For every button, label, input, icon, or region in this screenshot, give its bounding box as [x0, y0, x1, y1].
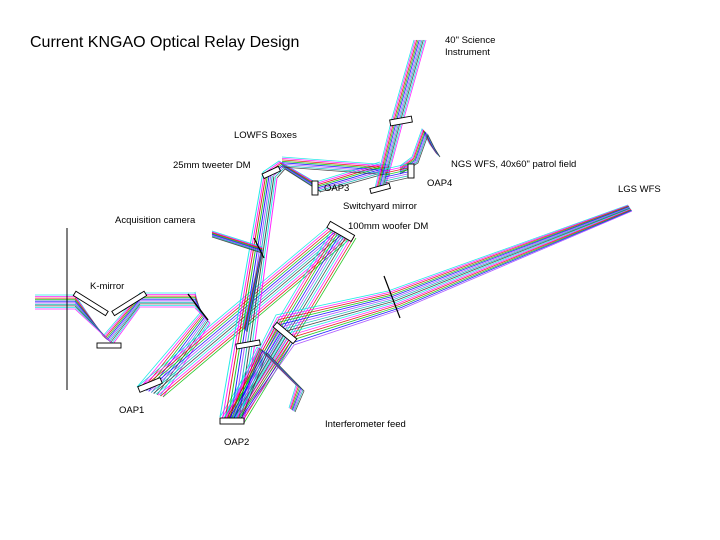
acq-pickoff [253, 237, 265, 259]
tweeter-dm [261, 165, 282, 180]
k-mirror-left [72, 290, 109, 317]
label-interferometer-feed: Interferometer feed [325, 419, 406, 430]
lgs-lens [383, 275, 401, 319]
label-lowfs-boxes: LOWFS Boxes [234, 130, 297, 141]
oap4-mirror [407, 163, 415, 179]
label-lgs-wfs: LGS WFS [618, 184, 661, 195]
label-science-instrument: 40" Science [445, 35, 495, 46]
label-ngs-wfs: NGS WFS, 40x60" patrol field [451, 159, 576, 170]
beamsplitter-1 [272, 321, 298, 345]
label-science-instrument-2: Instrument [445, 47, 490, 58]
science-window [389, 115, 413, 127]
oap2-mirror [219, 417, 245, 425]
optical-components [66, 115, 415, 425]
ray-bundle-ngs [399, 127, 441, 175]
ray-bundle-lgs [224, 204, 633, 424]
k-mirror-right [111, 290, 148, 317]
ray-bundle-interferometer [223, 346, 305, 423]
ray-bundle-oap2-tweeter [219, 171, 278, 424]
k-mirror-bottom [96, 342, 122, 349]
ray-bundles [35, 39, 633, 424]
fold-mirror-1 [187, 293, 209, 321]
beamsplitter-2 [235, 339, 261, 350]
woofer-dm [326, 220, 356, 243]
ray-bundle-lowfs [281, 156, 391, 176]
label-oap3: OAP3 [324, 183, 349, 194]
oap1-mirror [137, 377, 163, 393]
labels: 40" Science Instrument LOWFS Boxes 25mm … [90, 35, 661, 448]
switchyard-mirror [369, 182, 391, 195]
diagram-title: Current KNGAO Optical Relay Design [30, 34, 300, 51]
ray-bundle-acquisition [211, 230, 263, 333]
label-oap1: OAP1 [119, 405, 144, 416]
oap3-mirror [311, 180, 319, 196]
label-oap4: OAP4 [427, 178, 452, 189]
ray-bundle-input [35, 292, 195, 345]
ray-bundle-oap4 [384, 162, 413, 184]
label-woofer-dm: 100mm woofer DM [348, 221, 428, 232]
label-tweeter-dm: 25mm tweeter DM [173, 160, 251, 171]
label-oap2: OAP2 [224, 437, 249, 448]
label-k-mirror: K-mirror [90, 281, 124, 292]
label-switchyard-mirror: Switchyard mirror [343, 201, 417, 212]
label-acquisition-camera: Acquisition camera [115, 215, 196, 226]
